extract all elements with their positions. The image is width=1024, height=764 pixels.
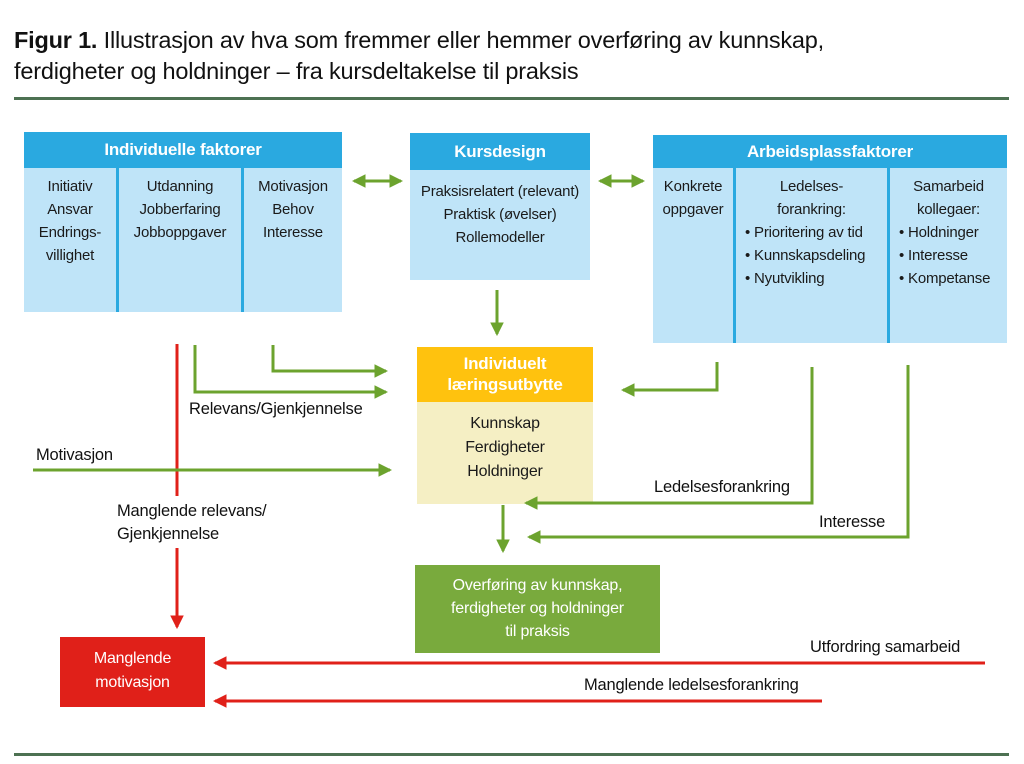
figure-number: Figur 1.: [14, 27, 98, 53]
figure-title: Figur 1. Illustrasjon av hva som fremmer…: [14, 25, 999, 87]
figure-title-line2: ferdigheter og holdninger – fra kursdelt…: [14, 58, 579, 84]
text-line: motivasjon: [95, 674, 170, 691]
label-utfordring-samarbeid: Utfordring samarbeid: [810, 638, 961, 656]
text-line: Praksisrelatert (relevant): [420, 183, 580, 200]
text-line: Praktisk (øvelser): [443, 206, 557, 223]
text-line: villighet: [45, 247, 95, 264]
bullet-item: Nyutvikling: [745, 267, 887, 290]
individuelle-header: Individuelle faktorer: [24, 132, 342, 168]
text-line: Gjenkjennelse: [117, 525, 219, 543]
bullet-item: Prioritering av tid: [745, 221, 887, 244]
text-line: Endrings-: [38, 224, 102, 241]
text-line: Ferdigheter: [465, 439, 545, 456]
arrow-arbeidsplass-laeringsutbytte: [620, 362, 719, 397]
text-line: Initiativ: [47, 178, 93, 195]
label-manglende-ledelsesforankring: Manglende ledelsesforankring: [584, 676, 799, 694]
figure-title-line1: Figur 1. Illustrasjon av hva som fremmer…: [14, 25, 999, 56]
text-line: Motivasjon: [258, 178, 328, 195]
text-line: oppgaver: [662, 201, 724, 218]
text-line: kollegaer:: [916, 201, 981, 218]
text-line: Ansvar: [47, 201, 93, 218]
text-line: Behov: [272, 201, 314, 218]
bullet-item: Interesse: [899, 244, 1007, 267]
box-manglende-motivasjon: Manglende motivasjon: [60, 637, 205, 707]
bottom-rule: [14, 753, 1009, 756]
kursdesign-header: Kursdesign: [410, 133, 590, 170]
laeringsutbytte-header: Individuelt læringsutbytte: [417, 347, 593, 402]
individuelle-col-2: Utdanning Jobberfaring Jobboppgaver: [116, 168, 241, 312]
text-line: Individuelt: [463, 354, 547, 373]
box-arbeidsplassfaktorer: Arbeidsplassfaktorer Konkrete oppgaver L…: [653, 135, 1007, 343]
label-interesse: Interesse: [819, 513, 886, 531]
text-line: Manglende: [93, 650, 172, 667]
individuelle-col-1: Initiativ Ansvar Endrings- villighet: [24, 168, 116, 312]
text-line: Jobboppgaver: [133, 224, 227, 241]
text-line: til praksis: [505, 623, 570, 640]
arbeidsplass-col-1: Konkrete oppgaver: [653, 168, 733, 343]
laeringsutbytte-body: Kunnskap Ferdigheter Holdninger: [417, 402, 593, 504]
box-overforing-praksis: Overføring av kunnskap, ferdigheter og h…: [415, 565, 660, 653]
arbeidsplass-col-2: Ledelses- forankring: Prioritering av ti…: [733, 168, 887, 343]
arbeidsplass-col-3: Samarbeid kollegaer: Holdninger Interess…: [887, 168, 1007, 343]
text-line: Holdninger: [467, 463, 543, 480]
arrow-relevans-lower: [193, 345, 389, 399]
text-line: Samarbeid: [913, 178, 984, 195]
box-laeringsutbytte: Individuelt læringsutbytte Kunnskap Ferd…: [417, 347, 593, 504]
text-line: Kunnskap: [470, 415, 540, 432]
text-line: ferdigheter og holdninger: [451, 600, 624, 617]
text-line: Ledelses-: [779, 178, 844, 195]
label-ledelsesforankring: Ledelsesforankring: [654, 478, 790, 496]
top-rule: [14, 97, 1009, 100]
box-kursdesign: Kursdesign Praksisrelatert (relevant) Pr…: [410, 133, 590, 280]
text-line: Overføring av kunnskap,: [452, 577, 623, 594]
label-relevans-gjenkjennelse: Relevans/Gjenkjennelse: [189, 400, 363, 418]
text-line: Konkrete: [663, 178, 723, 195]
bullet-item: Kunnskapsdeling: [745, 244, 887, 267]
text-line: Interesse: [263, 224, 323, 241]
text-line: forankring:: [777, 201, 846, 218]
arbeidsplass-header: Arbeidsplassfaktorer: [653, 135, 1007, 168]
text-line: Manglende relevans/: [117, 502, 267, 520]
arrow-relevans-upper: [271, 345, 389, 378]
label-manglende-relevans: Manglende relevans/ Gjenkjennelse: [117, 500, 267, 546]
bullet-item: Kompetanse: [899, 267, 1007, 290]
text-line: Jobberfaring: [139, 201, 221, 218]
label-motivasjon: Motivasjon: [36, 446, 113, 464]
bullet-item: Holdninger: [899, 221, 1007, 244]
text-line: Rollemodeller: [455, 229, 545, 246]
box-individuelle-faktorer: Individuelle faktorer Initiativ Ansvar E…: [24, 132, 342, 312]
text-line: læringsutbytte: [447, 375, 563, 394]
figure-title-text: Illustrasjon av hva som fremmer eller he…: [97, 27, 825, 53]
text-line: Utdanning: [146, 178, 214, 195]
individuelle-col-3: Motivasjon Behov Interesse: [241, 168, 342, 312]
